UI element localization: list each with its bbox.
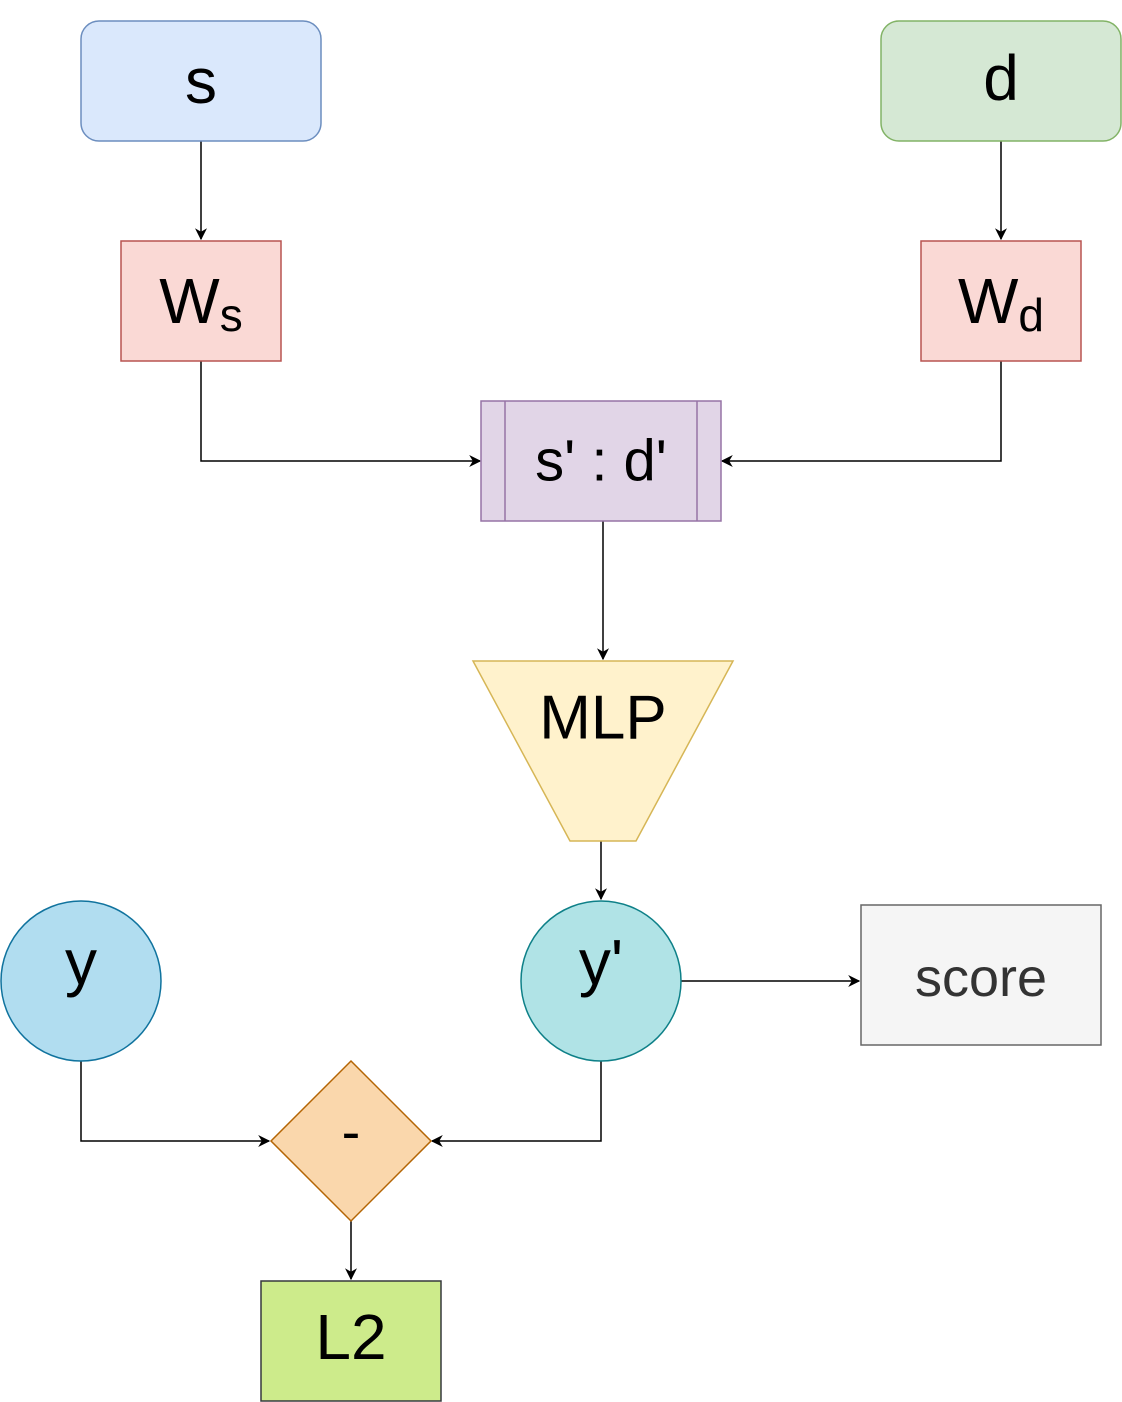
node-l2-shape	[260, 1280, 442, 1402]
node-d-shape	[880, 20, 1122, 142]
node-y-pred-label: y'	[579, 926, 623, 998]
node-y-shape	[0, 900, 162, 1062]
node-concat: s' : d'	[480, 400, 722, 522]
node-s-label: s	[185, 45, 217, 117]
node-d-label: d	[983, 42, 1019, 114]
node-l2: L2	[260, 1280, 442, 1402]
node-y-label: y	[65, 926, 97, 998]
edge-y-to-minus	[80, 1061, 271, 1147]
node-minus-label: -	[342, 1100, 361, 1163]
node-wd-subscript: d	[1018, 289, 1044, 341]
node-wd: Wd	[920, 240, 1082, 362]
node-mlp-label: MLP	[539, 684, 666, 753]
node-s-shape	[80, 20, 322, 142]
edge-ypred-to-minus	[430, 1061, 602, 1147]
node-score-label: score	[915, 948, 1047, 1008]
node-ws-subscript: s	[220, 289, 243, 341]
node-wd-base: W	[958, 265, 1019, 337]
node-l2-label: L2	[315, 1301, 386, 1373]
node-ws: Ws	[120, 240, 282, 362]
node-wd-shape	[920, 240, 1082, 362]
edges	[80, 141, 1007, 1281]
node-minus-shape	[269, 1059, 433, 1223]
node-y-pred-shape	[520, 900, 682, 1062]
node-y-pred: y'	[520, 900, 682, 1062]
node-d: d	[880, 20, 1122, 142]
node-wd-label: Wd	[958, 265, 1044, 341]
edge-ws-to-concat	[200, 361, 482, 467]
node-score: score	[860, 904, 1102, 1046]
node-ws-base: W	[159, 265, 220, 337]
node-mlp-shape	[471, 660, 735, 842]
node-ws-label: Ws	[159, 265, 242, 341]
node-y: y	[0, 900, 162, 1062]
node-s: s	[80, 20, 322, 142]
node-minus: -	[269, 1059, 433, 1223]
node-concat-shape	[480, 400, 722, 522]
edge-wd-to-concat	[720, 361, 1002, 467]
node-ws-shape	[120, 240, 282, 362]
node-mlp: MLP	[471, 660, 735, 842]
node-score-shape	[860, 904, 1102, 1046]
node-concat-label: s' : d'	[535, 429, 667, 494]
